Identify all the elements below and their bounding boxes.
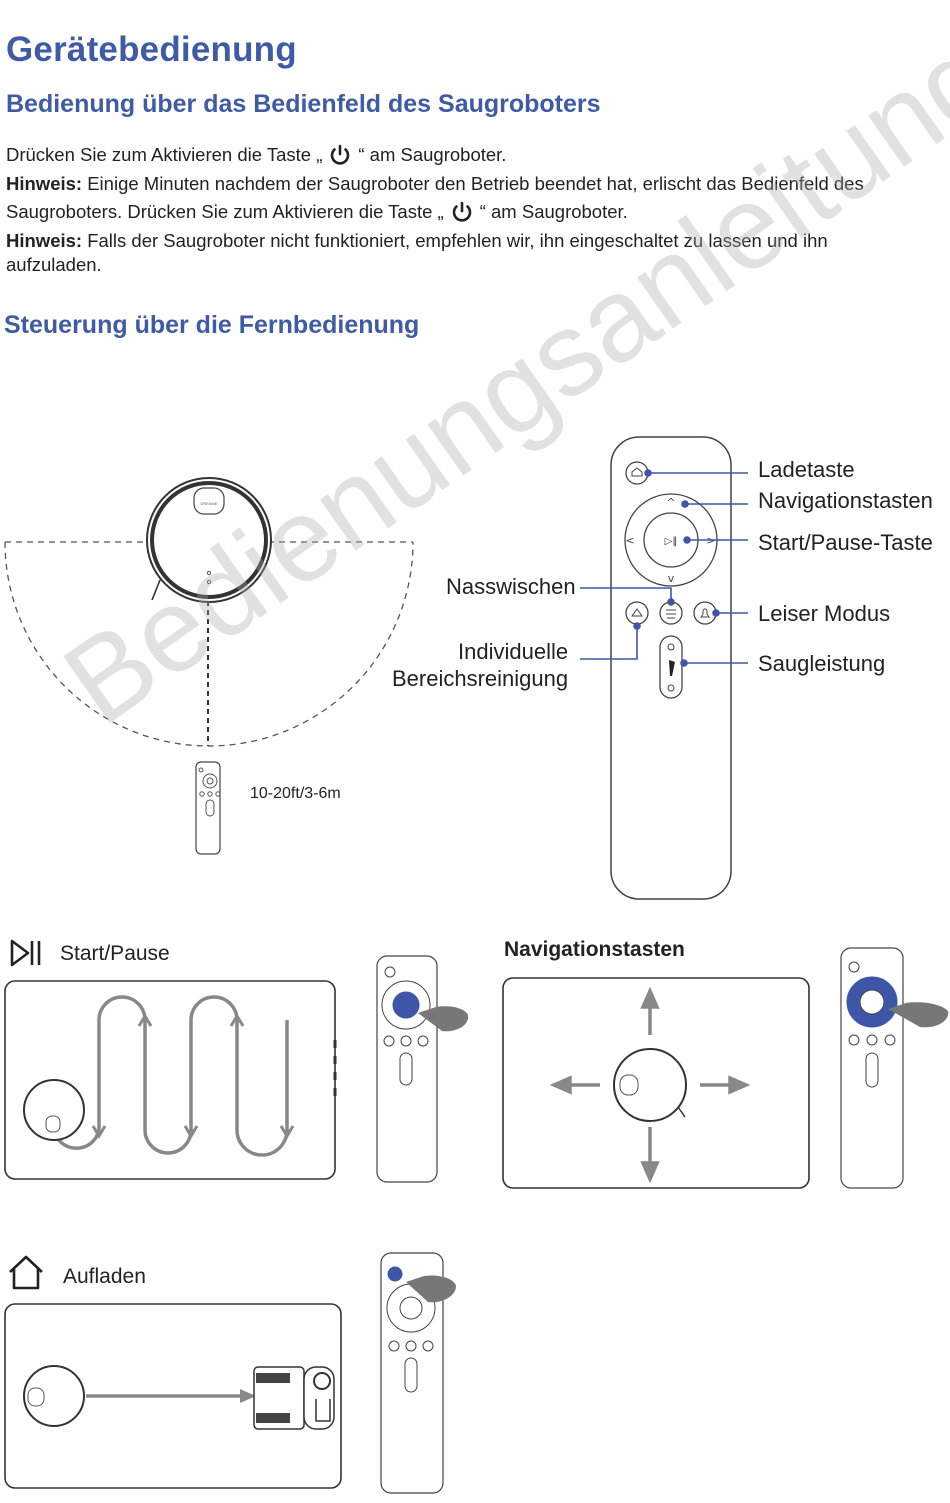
remote-charging-example — [380, 1252, 456, 1494]
paragraph-note2: Hinweis: Falls der Saugroboter nicht fun… — [6, 230, 828, 251]
page-title: Gerätebedienung — [6, 30, 297, 69]
paragraph-note1: Hinweis: Einige Minuten nachdem der Saug… — [6, 173, 864, 194]
suction-wedge-icon — [669, 660, 675, 676]
home-icon — [631, 467, 643, 477]
charging-dock — [253, 1366, 335, 1430]
panel-start-pause — [4, 980, 337, 1180]
panel-title-charging: Aufladen — [63, 1265, 146, 1288]
robot-top-view: DREAME — [146, 477, 272, 603]
range-label: 10-20ft/3-6m — [250, 785, 341, 802]
callout-quiet: Leiser Modus — [758, 601, 891, 626]
hand-icon — [406, 1275, 456, 1303]
bell-icon — [700, 608, 710, 618]
hand-icon — [888, 1002, 949, 1028]
robot-icon — [23, 1079, 85, 1141]
remote-navigation-example — [840, 947, 949, 1189]
callout-suction: Saugleistung — [758, 651, 886, 676]
remote-custom-area-button[interactable] — [625, 601, 649, 625]
highlight-charge — [387, 1266, 403, 1282]
callout-custom-area-1: Individuelle — [458, 639, 569, 664]
callout-custom-area-2: Bereichsreinigung — [392, 666, 569, 691]
range-diagram: DREAME — [4, 477, 414, 855]
robot-brand-label: DREAME — [200, 501, 217, 506]
remote-small — [195, 761, 221, 855]
fan-icon — [667, 643, 675, 651]
zigzag-path — [97, 995, 289, 1157]
chevron-left-icon: < — [625, 534, 634, 547]
fan-small-icon — [667, 684, 675, 692]
start-pause-icon — [10, 939, 41, 967]
section-heading-remote: Steuerung über die Fernbedienung — [4, 311, 420, 339]
remote-start-pause-example — [376, 955, 469, 1183]
mop-icon — [666, 609, 676, 619]
area-icon — [631, 608, 643, 617]
paragraph-note1-line2: Saugroboters. Drücken Sie zum Aktivieren… — [6, 201, 628, 222]
robot-icon — [23, 1365, 85, 1427]
paragraph-activate: Drücken Sie zum Aktivieren die Taste „“ … — [6, 144, 507, 165]
callout-start-pause: Start/Pause-Taste — [758, 530, 933, 555]
highlight-start-pause — [392, 991, 420, 1019]
callout-wet-mop: Nasswischen — [446, 574, 576, 599]
callout-charge: Ladetaste — [758, 457, 855, 482]
callout-navigation: Navigationstasten — [758, 488, 933, 513]
panel-title-navigation: Navigationstasten — [504, 938, 685, 961]
power-icon — [452, 201, 472, 222]
panel-title-start-pause: Start/Pause — [60, 942, 170, 965]
paragraph-note2-line2: aufzuladen. — [6, 254, 102, 275]
hand-icon — [418, 1006, 469, 1032]
chevron-down-icon: v — [668, 572, 675, 585]
section-heading-panel: Bedienung über das Bedienfeld des Saugro… — [6, 90, 601, 118]
robot-icon — [613, 1048, 687, 1122]
svg-text:▷‖: ▷‖ — [665, 536, 678, 547]
power-icon — [331, 144, 350, 165]
chevron-up-icon: ^ — [666, 496, 675, 509]
panel-charging — [4, 1303, 342, 1489]
home-icon — [9, 1255, 43, 1290]
remote-large: ▷‖ ^ v < > — [580, 436, 748, 900]
panel-navigation — [502, 977, 810, 1189]
